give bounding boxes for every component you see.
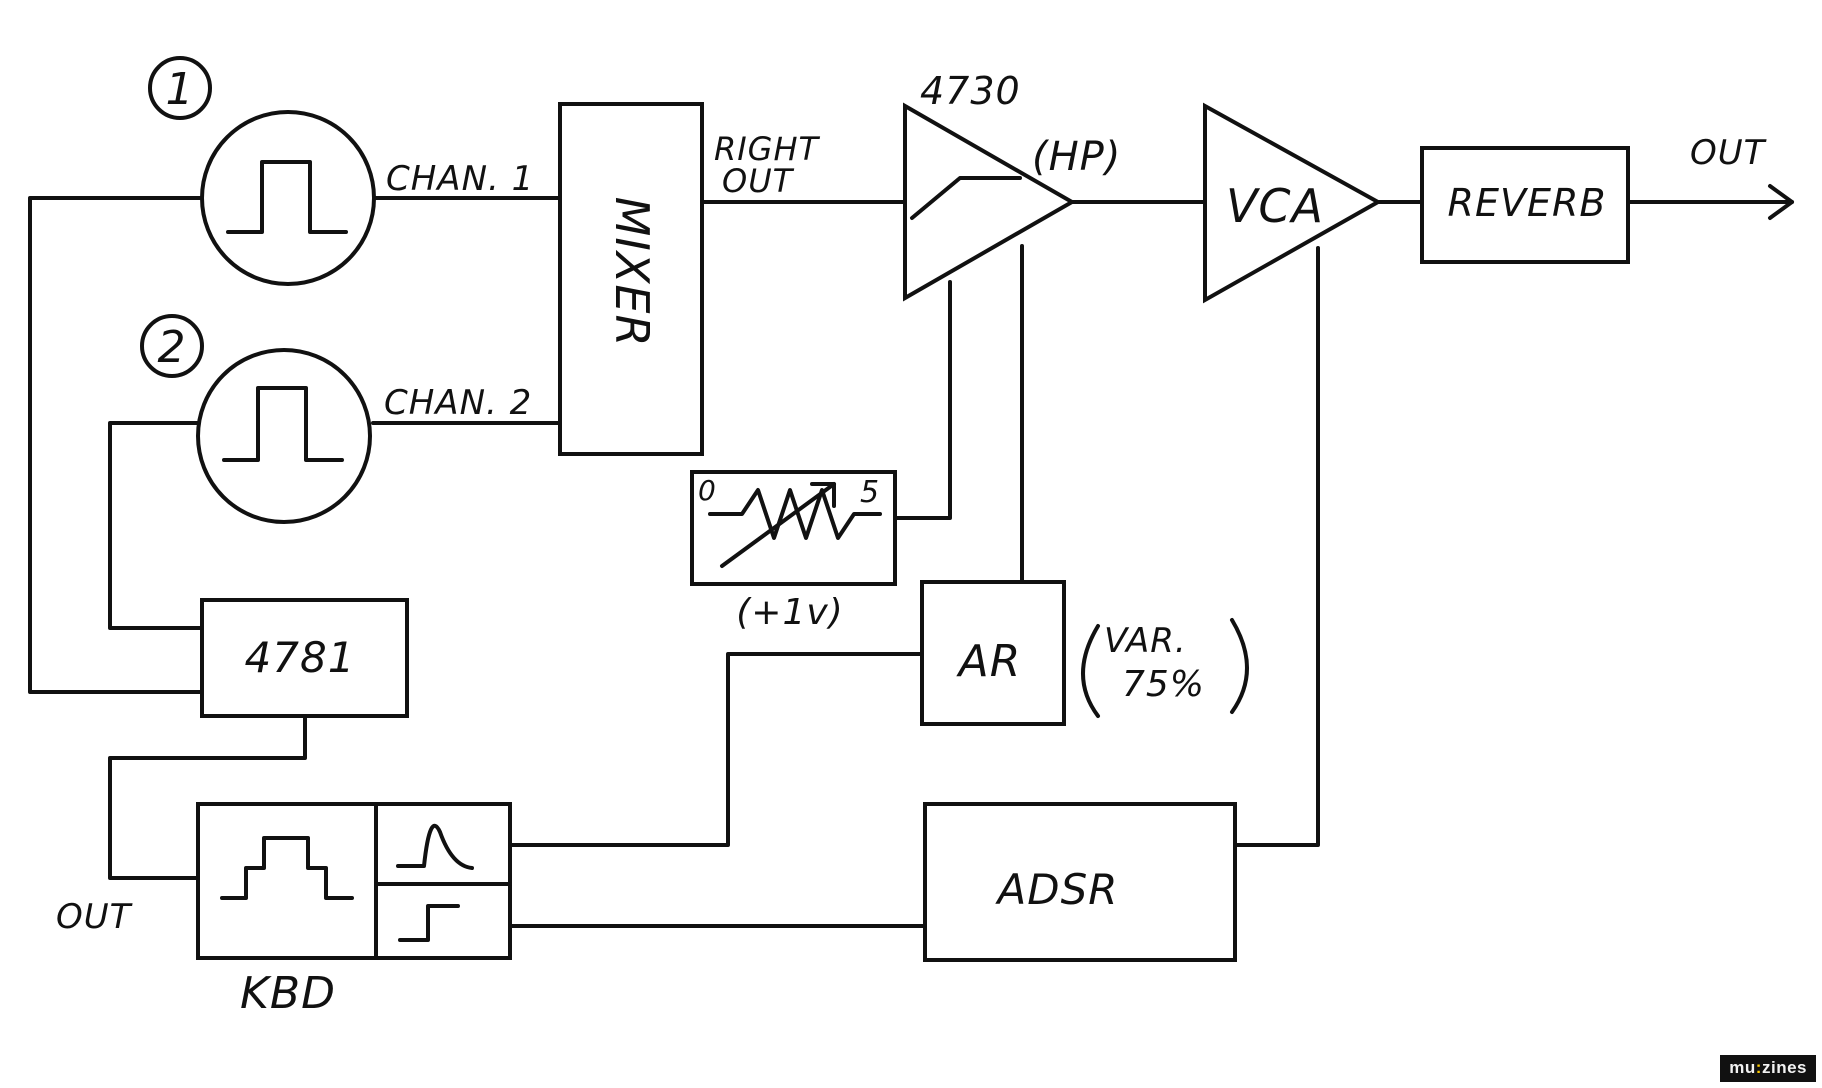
vca-block: VCA — [1203, 102, 1383, 304]
mixer-label: MIXER — [605, 197, 659, 348]
filter-chip-label: 4730 — [920, 69, 1021, 113]
filter-triangle — [903, 102, 1077, 302]
potentiometer-block: 0 5 (+1v) — [690, 470, 897, 633]
osc2-number-circle — [140, 314, 204, 378]
chip-4781-label: 4781 — [245, 633, 356, 682]
staircase-cv-icon — [220, 836, 354, 900]
ar-note-open-paren — [1081, 624, 1100, 718]
right-out-label-line1: RIGHT — [714, 130, 821, 168]
chan2-label: CHAN. 2 — [384, 383, 532, 423]
ar-block: AR VAR. 75% — [920, 580, 1249, 726]
ar-note-line1: VAR. — [1104, 621, 1187, 661]
oscillator-1: 1 CHAN. 1 — [148, 56, 534, 286]
pot-max-label: 5 — [860, 475, 880, 510]
kbd-box — [196, 802, 512, 960]
chip-4781-box — [200, 598, 409, 718]
mixer-box — [558, 102, 704, 456]
gate-step-icon — [398, 904, 460, 942]
filter-mode-label: (HP) — [1032, 134, 1121, 180]
osc1-number-circle — [148, 56, 212, 120]
watermark-text-end: zines — [1761, 1058, 1807, 1077]
out-right-label: OUT — [1690, 133, 1767, 173]
watermark-accent: : — [1755, 1058, 1762, 1077]
highpass-response-icon — [910, 176, 1022, 220]
ar-note-close-paren — [1230, 618, 1249, 714]
keyboard-block: OUT KBD — [56, 802, 512, 1019]
reverb-box — [1420, 146, 1630, 264]
watermark-text-start: mu — [1729, 1058, 1756, 1077]
osc1-number: 1 — [166, 64, 195, 115]
trigger-pulse-icon — [396, 824, 474, 870]
osc1-circle — [200, 110, 376, 286]
osc2-circle — [196, 348, 372, 524]
adsr-box — [923, 802, 1237, 962]
pulse-wave-icon — [226, 160, 348, 234]
ar-box — [920, 580, 1066, 726]
out-left-label: OUT — [56, 897, 133, 937]
ar-label: AR — [956, 636, 1022, 687]
signal-wires — [28, 184, 1794, 928]
reverb-block: REVERB OUT — [1420, 133, 1767, 264]
oscillator-2: 2 CHAN. 2 — [140, 314, 532, 524]
pot-min-label: 0 — [698, 474, 717, 507]
resistor-icon — [708, 488, 882, 540]
wiper-arrow-icon — [720, 482, 836, 568]
chan1-label: CHAN. 1 — [386, 159, 534, 199]
filter-4730: 4730 (HP) — [903, 69, 1121, 302]
kbd-label: KBD — [240, 968, 336, 1019]
mixer-block: MIXER RIGHT OUT — [558, 102, 821, 456]
reverb-label: REVERB — [1448, 181, 1607, 225]
vca-triangle — [1203, 102, 1383, 304]
publisher-watermark: mu:zines — [1720, 1055, 1816, 1082]
pot-voltage-label: (+1v) — [736, 592, 843, 633]
adsr-block: ADSR — [923, 802, 1237, 962]
osc2-number: 2 — [158, 322, 187, 373]
pulse-wave-icon — [222, 386, 344, 462]
chip-4781-block: 4781 — [200, 598, 409, 718]
adsr-label: ADSR — [995, 865, 1119, 914]
vca-label: VCA — [1226, 179, 1324, 233]
wiper-arrowhead-icon — [810, 482, 836, 508]
ar-note-line2: 75% — [1122, 664, 1205, 705]
right-out-label-line2: OUT — [722, 162, 795, 200]
